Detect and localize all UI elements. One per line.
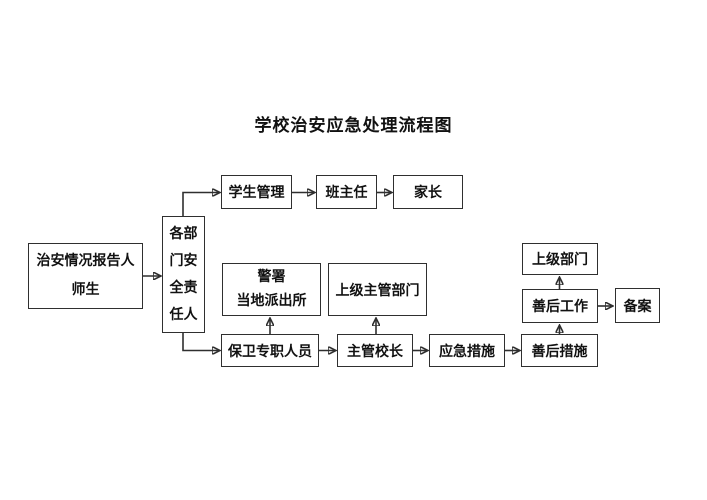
node-principal: 主管校长 xyxy=(337,334,413,367)
node-principal-label: 主管校长 xyxy=(347,344,403,360)
node-security-staff: 保卫专职人员 xyxy=(221,334,319,367)
page-title: 学校治安应急处理流程图 xyxy=(254,116,453,135)
node-dept-safety: 各部 门安 全责 任人 xyxy=(162,216,205,333)
node-aftermath-work-label: 善后工作 xyxy=(532,300,588,315)
node-class-teacher: 班主任 xyxy=(316,175,377,209)
node-student-mgmt-label: 学生管理 xyxy=(228,186,285,201)
node-dept-safety-line2: 门安 xyxy=(169,253,198,269)
node-security-staff-label: 保卫专职人员 xyxy=(228,344,312,360)
node-aftermath-measures-label: 善后措施 xyxy=(531,344,588,360)
node-dept-safety-line3: 全责 xyxy=(169,280,198,296)
node-reporter-line1: 治安情况报告人 xyxy=(36,254,135,269)
node-superior-authority-label: 上级主管部门 xyxy=(335,283,420,299)
node-superior-authority: 上级主管部门 xyxy=(328,263,427,316)
node-dept-safety-line1: 各部 xyxy=(169,226,198,242)
node-filing: 备案 xyxy=(615,288,660,323)
node-reporter-line2: 师生 xyxy=(71,283,100,298)
connector-dept-safety-to-student-mgmt xyxy=(182,193,220,216)
node-class-teacher-label: 班主任 xyxy=(325,186,368,201)
node-emergency-measures: 应急措施 xyxy=(429,334,505,367)
node-reporter: 治安情况报告人 师生 xyxy=(28,243,143,309)
node-police-line1: 警署 xyxy=(257,269,286,285)
node-superior-dept: 上级部门 xyxy=(522,243,598,275)
node-aftermath-measures: 善后措施 xyxy=(521,334,598,367)
node-dept-safety-line4: 任人 xyxy=(169,307,198,323)
node-parents: 家长 xyxy=(393,175,463,209)
node-police-line2: 当地派出所 xyxy=(236,293,307,309)
node-aftermath-work: 善后工作 xyxy=(522,289,598,323)
node-filing-label: 备案 xyxy=(623,299,652,315)
node-parents-label: 家长 xyxy=(414,186,442,201)
node-emergency-measures-label: 应急措施 xyxy=(439,344,495,360)
connector-dept-safety-to-security-staff xyxy=(182,333,220,351)
node-police: 警署 当地派出所 xyxy=(222,263,321,316)
node-superior-dept-label: 上级部门 xyxy=(532,253,588,268)
node-student-mgmt: 学生管理 xyxy=(221,175,292,209)
